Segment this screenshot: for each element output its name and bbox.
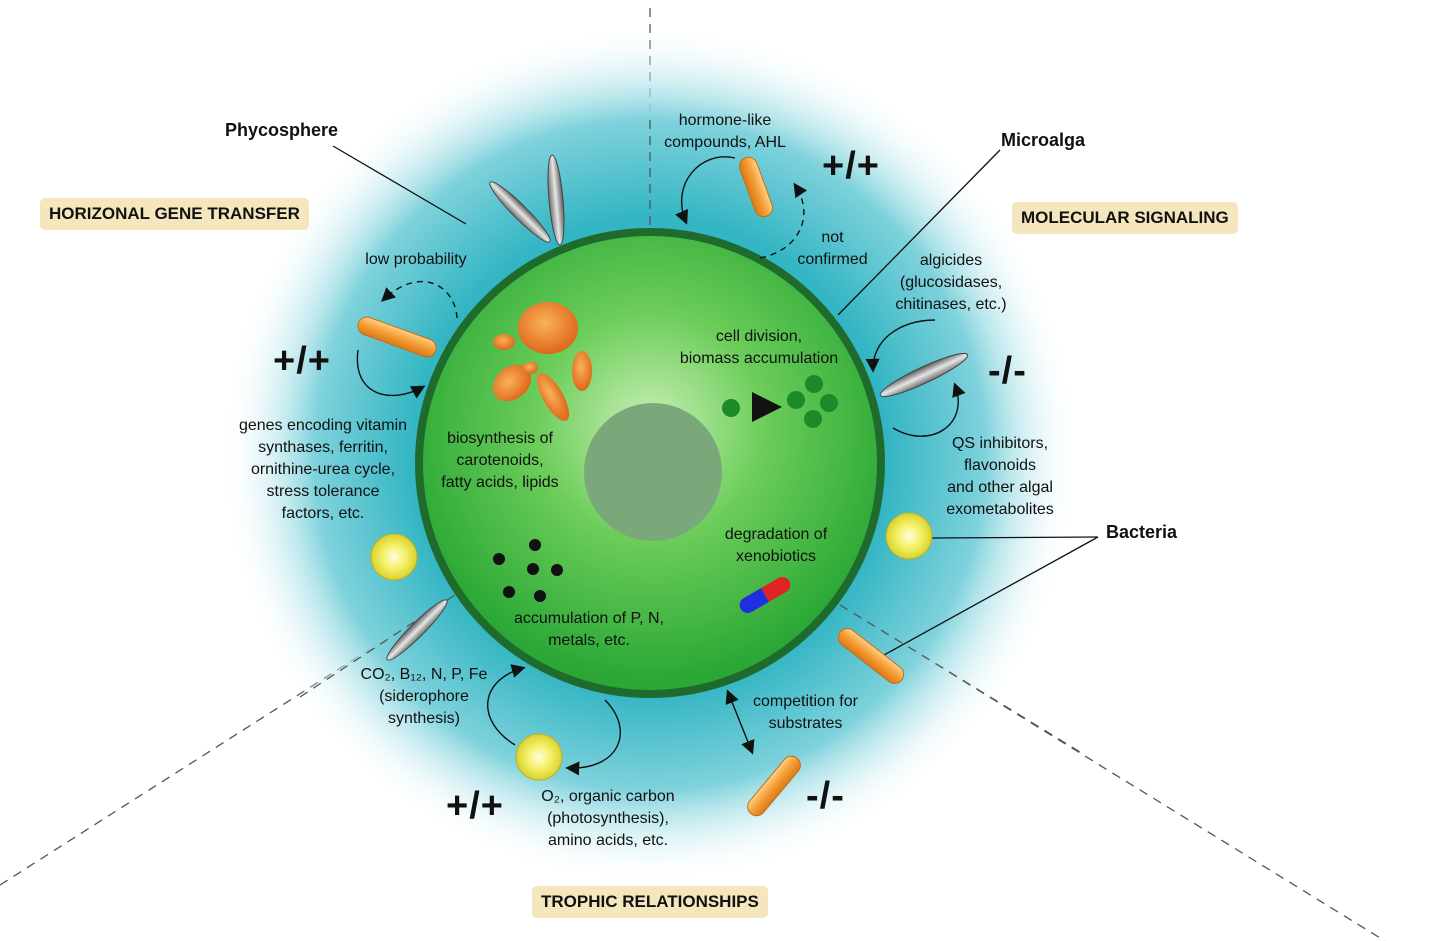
label-biosynthesis: biosynthesis of carotenoids, fatty acids… <box>441 430 559 491</box>
hormone-arrow <box>675 156 736 225</box>
phycosphere-leader <box>332 145 467 225</box>
yellow-bacteria <box>370 512 933 781</box>
bacteria-leader-2 <box>883 536 1099 656</box>
microalga-leader <box>837 149 1001 316</box>
ratio-signaling-top: +/+ <box>822 145 880 187</box>
label-hormone: hormone-like compounds, AHL <box>664 112 786 151</box>
label-degradation: degradation of xenobiotics <box>724 526 828 565</box>
bacteria-leader-1 <box>931 536 1099 539</box>
accumulation-dots <box>493 539 563 602</box>
gray-bacteria <box>386 154 969 661</box>
orange-bacteria <box>357 156 905 817</box>
low-probability-arrow <box>380 281 458 319</box>
competition-arrow <box>725 689 755 755</box>
label-competition: competition for substrates <box>753 693 858 732</box>
leader-lines <box>332 145 1099 656</box>
label-qs: QS inhibitors, flavonoids and other alga… <box>946 435 1054 518</box>
label-genes: genes encoding vitamin synthases, ferrit… <box>238 417 408 522</box>
label-co2: CO₂, B₁₂, N, P, Fe (siderophore synthesi… <box>360 666 488 727</box>
xenobiotic-capsule-icon <box>739 577 791 613</box>
label-cell-division: cell division, biomass accumulation <box>679 328 839 367</box>
interaction-arrows <box>356 156 966 776</box>
genes-arrow <box>356 349 426 399</box>
section-trophic-relationships: TROPHIC RELATIONSHIPS <box>532 886 768 918</box>
bacteria-title: Bacteria <box>1106 522 1178 542</box>
microalga-title: Microalga <box>1001 130 1086 150</box>
qs-arrow <box>892 382 966 437</box>
label-accumulation: accumulation of P, N, metals, etc. <box>513 610 664 649</box>
nucleus <box>584 403 722 541</box>
carotenoid-bodies <box>492 302 592 421</box>
label-algicides: algicides (glucosidases, chitinases, etc… <box>895 252 1007 313</box>
divider-right <box>839 604 1386 941</box>
ratio-trophic-left: +/+ <box>446 785 504 827</box>
phycosphere-title: Phycosphere <box>225 120 339 140</box>
label-not-confirmed: not confirmed <box>797 229 868 268</box>
o2-arrow <box>565 699 621 776</box>
algicides-arrow <box>865 319 936 373</box>
not-confirmed-arrow <box>759 182 808 259</box>
section-molecular-signaling: MOLECULAR SIGNALING <box>1012 202 1238 234</box>
ratio-hgt: +/+ <box>273 340 331 382</box>
ratio-signaling-right: -/- <box>988 350 1027 392</box>
co2-arrow <box>487 664 526 746</box>
cell-division-icon <box>722 375 838 428</box>
section-horizontal-gene-transfer: HORIZONAL GENE TRANSFER <box>40 198 309 230</box>
ratio-trophic-right: -/- <box>806 775 845 817</box>
label-o2: O₂, organic carbon (photosynthesis), ami… <box>541 788 675 849</box>
label-low-probability: low probability <box>365 251 467 268</box>
